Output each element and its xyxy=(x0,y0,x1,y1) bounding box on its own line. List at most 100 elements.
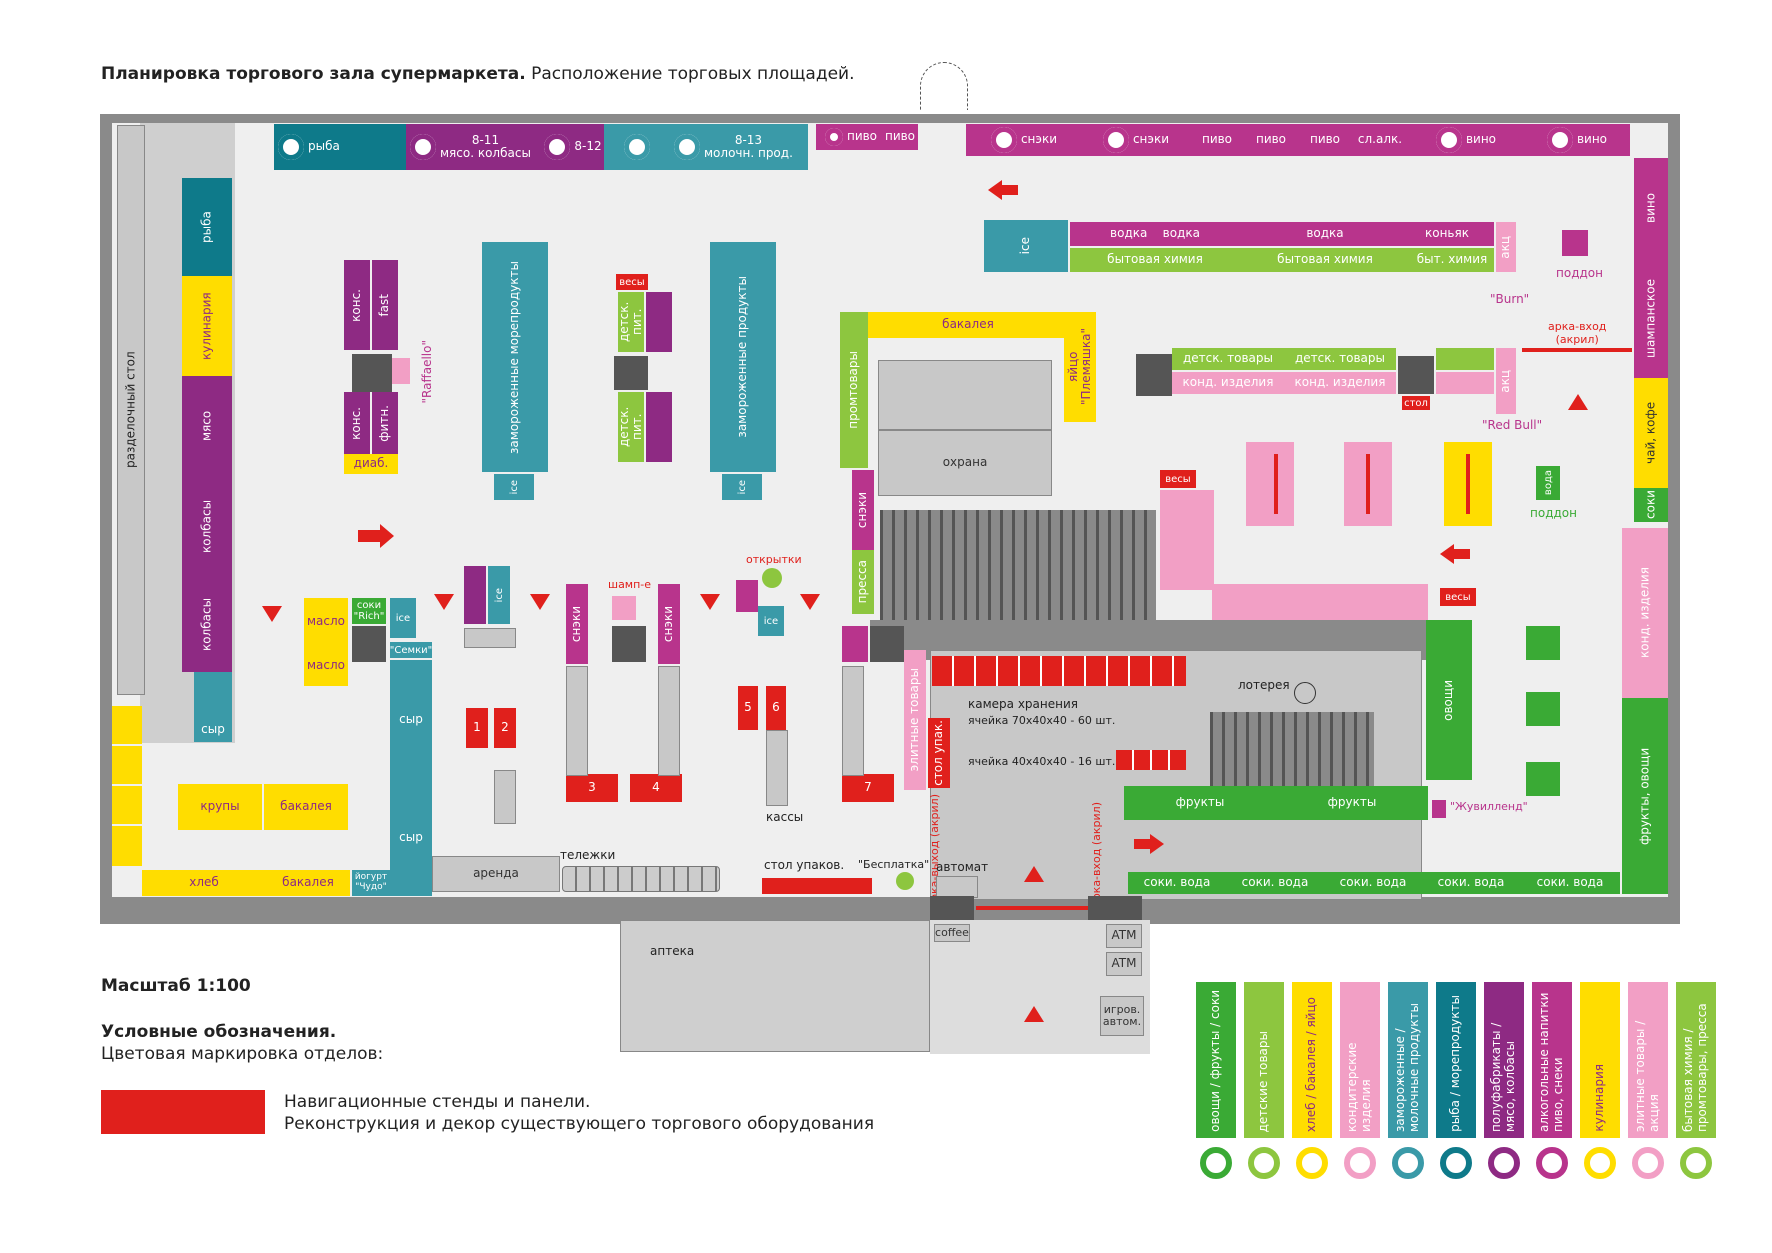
shampoo-stand xyxy=(612,596,636,620)
confectionery-2: конд. изделия xyxy=(1284,372,1396,394)
juice-water-2: соки. вода xyxy=(1226,872,1324,894)
yogurt-stand: йогурт "Чудо" xyxy=(352,870,390,896)
leaf-icon xyxy=(1200,1147,1232,1179)
legend-subtitle: Цветовая маркировка отделов: xyxy=(101,1044,384,1064)
entrance-wall-right xyxy=(1088,896,1142,920)
snacks-aisle-1: снэки xyxy=(566,584,588,664)
door-swing xyxy=(920,62,968,110)
nav-note-1: Навигационные стенды и панели. xyxy=(284,1092,591,1112)
legend-column: кондитерские изделия xyxy=(1340,982,1380,1138)
grocery-stand: бакалея xyxy=(264,784,348,830)
arrow-down-4 xyxy=(700,594,720,610)
page-title: Планировка торгового зала супермаркета. … xyxy=(101,64,855,84)
cubes-icon xyxy=(544,134,571,160)
chemistry-shelf-1: бытовая химия xyxy=(1070,248,1240,272)
table-block xyxy=(1398,356,1434,394)
packing-table xyxy=(762,878,872,894)
counter-2 xyxy=(494,770,516,824)
juice-right: соки xyxy=(1634,488,1668,522)
cheese-left: сыр xyxy=(194,672,232,742)
arrow-right-1-head xyxy=(380,524,394,548)
fish-counter-top: рыба xyxy=(274,124,406,170)
counter-5 xyxy=(766,730,788,806)
cheese-stand-2: сыр xyxy=(390,780,432,896)
checkout-3: 3 xyxy=(566,774,618,802)
arrow-down-5 xyxy=(800,594,820,610)
wine-shelf-2: вино xyxy=(1520,124,1630,156)
beer-shelf-1: пиво xyxy=(816,124,882,150)
legend-label: хлеб / бакалея / яйцо xyxy=(1304,996,1319,1132)
spiral-icon xyxy=(1546,127,1573,153)
baby-food-2: детск. пит. xyxy=(618,392,644,462)
arrow-up-1 xyxy=(1568,394,1588,410)
checkout-5: 5 xyxy=(738,686,758,730)
cards-stand xyxy=(736,580,758,612)
raffaello-label: "Raffaello" xyxy=(420,340,434,404)
lottery-label: лотерея xyxy=(1238,678,1290,692)
ice-freezer-5: ice xyxy=(758,606,784,636)
rich-juice-label: соки "Rich" xyxy=(352,598,386,624)
pallet-label-1: поддон xyxy=(1556,266,1603,280)
legend-label: замороженные / молочные продукты xyxy=(1393,1003,1421,1132)
legend-label: кулинария xyxy=(1592,1064,1607,1132)
conserve-stand-2: конс. xyxy=(344,392,370,454)
atm-2: ATM xyxy=(1106,952,1142,976)
kids-goods-1: детск. товары xyxy=(1172,348,1284,370)
chemistry-shelf-3: быт. химия xyxy=(1410,248,1494,272)
scales-1: весы xyxy=(1160,470,1196,488)
scales-3: весы xyxy=(616,274,648,290)
entrance-wall-left xyxy=(930,896,974,920)
meat-counter-8-12: 8-12 xyxy=(538,124,604,170)
cards-label: открытки xyxy=(746,553,802,566)
butter-2: масло xyxy=(304,646,348,686)
arrow-left-1 xyxy=(988,180,1002,200)
besplatka-circle xyxy=(896,872,914,890)
arrow-up-3 xyxy=(1024,1006,1044,1022)
diabetic-stand: диаб. xyxy=(344,454,398,474)
veg-fruit-right: фрукты, овощи xyxy=(1622,698,1668,894)
security-room: охрана xyxy=(878,430,1052,496)
entrance-line xyxy=(976,906,1088,910)
spiral-icon xyxy=(1536,1147,1568,1179)
island-block-2 xyxy=(614,356,648,390)
island-block-1 xyxy=(352,354,392,392)
j-icon xyxy=(1296,1147,1328,1179)
coffee-machine: coffee xyxy=(934,924,970,942)
ice-freezer-2: ice xyxy=(494,474,534,500)
dairy-counter-8-12 xyxy=(604,124,670,170)
staircase-2 xyxy=(1210,712,1374,798)
sausages-left-1: колбасы xyxy=(182,476,232,576)
fish-left: рыба xyxy=(182,178,232,276)
fitness-stand: фитн. xyxy=(372,392,398,454)
bread-pallet xyxy=(1444,442,1492,526)
atm-1: ATM xyxy=(1106,924,1142,948)
vegetables-counter: овощи xyxy=(1426,620,1472,780)
checkout-stand-1 xyxy=(464,566,486,624)
grey-block-1 xyxy=(878,360,1052,430)
kulinaria-left: кулинария xyxy=(182,276,232,376)
checkouts-label: кассы xyxy=(766,810,804,824)
cubes-icon xyxy=(410,134,436,160)
legend-title: Условные обозначения. xyxy=(101,1022,337,1042)
besplatka-label: "Бесплатка" xyxy=(858,858,930,871)
packing-table-vertical: стол упак. xyxy=(928,718,950,788)
frozen-products: замороженные продукты xyxy=(710,242,776,472)
confectionery-right: конд. изделия xyxy=(1622,528,1668,698)
promo-stand-akc-1: акц xyxy=(1496,222,1516,272)
pharmacy xyxy=(620,920,930,1052)
redbull-label: "Red Bull" xyxy=(1482,418,1543,432)
light-alcohol-shelf: сл.алк. xyxy=(1352,124,1408,156)
arrow-left-2-tail xyxy=(1454,549,1470,559)
beer-shelf-3: пиво xyxy=(1190,124,1244,156)
groats-stand: крупы xyxy=(178,784,262,830)
juice-water-1: соки. вода xyxy=(1128,872,1226,894)
kids-goods-3 xyxy=(1436,348,1494,370)
beer-shelf-5: пиво xyxy=(1298,124,1352,156)
snacks-aisle-3 xyxy=(842,626,868,662)
checkout-4: 4 xyxy=(630,774,682,802)
bread-left-3 xyxy=(112,786,142,824)
sausages-left-2: колбасы xyxy=(182,576,232,672)
arrow-right-2 xyxy=(1150,834,1164,854)
promo-goods: промтовары xyxy=(840,312,868,468)
